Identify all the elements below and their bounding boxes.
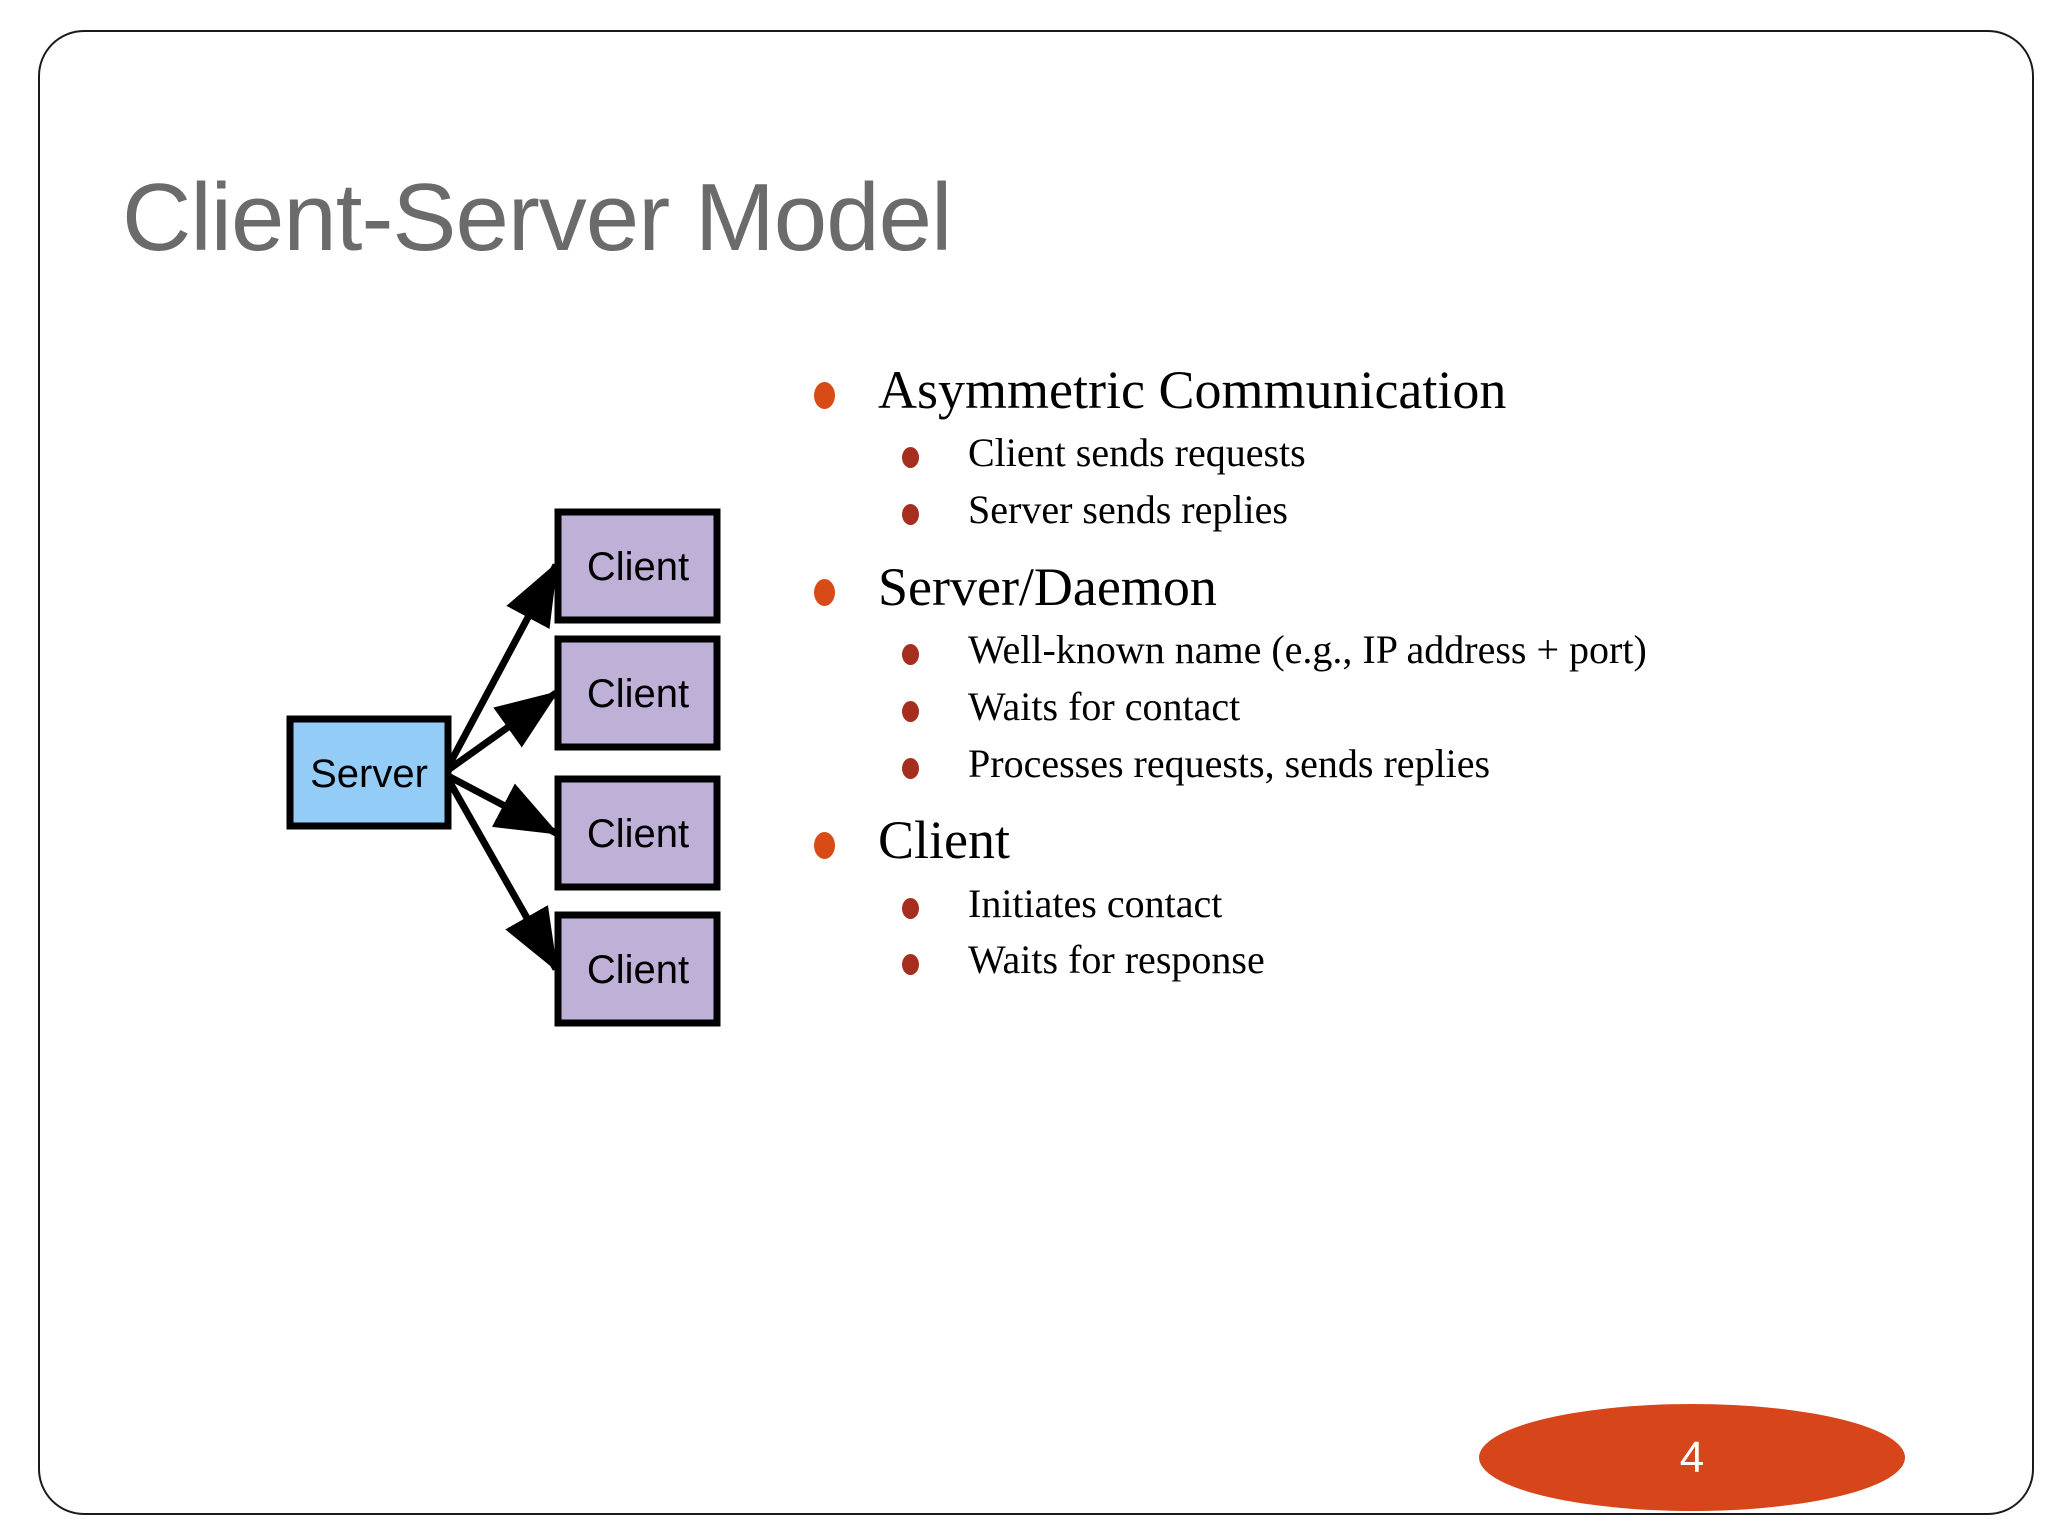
diagram-node-server: Server — [286, 715, 452, 830]
bullet-level2-label: Processes requests, sends replies — [968, 740, 1491, 786]
edge-server-to-client-3 — [446, 772, 560, 837]
bullet-level1-label: Asymmetric Communication — [878, 360, 1507, 420]
client-box-label: Client — [587, 812, 689, 856]
bullet-group: Asymmetric Communication Client sends re… — [790, 360, 1970, 533]
diagram-node-client-4: Client — [554, 911, 721, 1027]
bullet-dot-icon — [902, 504, 919, 526]
client-server-diagram: Server Client Client Client Client — [270, 505, 740, 1345]
bullet-level1: Client — [790, 812, 1970, 869]
bullet-content: Asymmetric Communication Client sends re… — [790, 360, 1970, 983]
client-box-label: Client — [587, 672, 689, 716]
edge-server-to-client-2 — [445, 690, 559, 773]
bullet-level2: Waits for response — [790, 938, 1970, 983]
bullet-dot-icon — [902, 447, 919, 469]
bullet-dot-icon — [902, 897, 919, 919]
bullet-level2: Waits for contact — [790, 683, 1970, 730]
bullet-dot-icon — [814, 578, 835, 606]
bullet-level2: Well-known name (e.g., IP address + port… — [790, 627, 1970, 673]
bullet-dot-icon — [902, 757, 919, 779]
server-box-label: Server — [310, 752, 428, 796]
bullet-level2-label: Waits for contact — [968, 683, 1241, 729]
page-title: Client-Server Model — [122, 164, 952, 271]
bullet-group: Client Initiates contact Waits for respo… — [790, 812, 1970, 983]
bullet-level2: Processes requests, sends replies — [790, 740, 1970, 787]
edge-server-to-client-1 — [444, 561, 560, 769]
bullet-level1-label: Server/Daemon — [878, 556, 1217, 617]
bullet-dot-icon — [902, 954, 919, 976]
bullet-level1: Server/Daemon — [790, 556, 1970, 617]
bullet-level2: Server sends replies — [790, 487, 1970, 533]
bullet-level1: Asymmetric Communication — [790, 360, 1970, 420]
bullet-dot-icon — [902, 700, 919, 722]
diagram-edges — [444, 561, 560, 973]
bullet-dot-icon — [814, 382, 835, 409]
diagram-node-client-3: Client — [554, 775, 721, 891]
bullet-level2-label: Initiates contact — [968, 880, 1223, 926]
diagram-node-client-2: Client — [554, 635, 721, 751]
bullet-group: Server/Daemon Well-known name (e.g., IP … — [790, 556, 1970, 787]
diagram-node-client-1: Client — [554, 508, 721, 624]
bullet-dot-icon — [902, 644, 919, 666]
bullet-level2: Initiates contact — [790, 880, 1970, 927]
bullet-level1-label: Client — [878, 810, 1010, 871]
slide-number-label: 4 — [1679, 1432, 1705, 1482]
client-box-label: Client — [587, 948, 689, 992]
slide-number-badge: 4 — [1479, 1404, 1905, 1511]
bullet-level2: Client sends requests — [790, 430, 1970, 476]
bullet-level2-label: Well-known name (e.g., IP address + port… — [968, 627, 1647, 673]
client-box-label: Client — [587, 545, 689, 589]
bullet-level2-label: Server sends replies — [968, 487, 1288, 533]
edge-server-to-client-4 — [444, 777, 560, 973]
bullet-level2-label: Waits for response — [968, 937, 1265, 983]
bullet-level2-label: Client sends requests — [968, 430, 1306, 476]
bullet-dot-icon — [814, 832, 835, 860]
